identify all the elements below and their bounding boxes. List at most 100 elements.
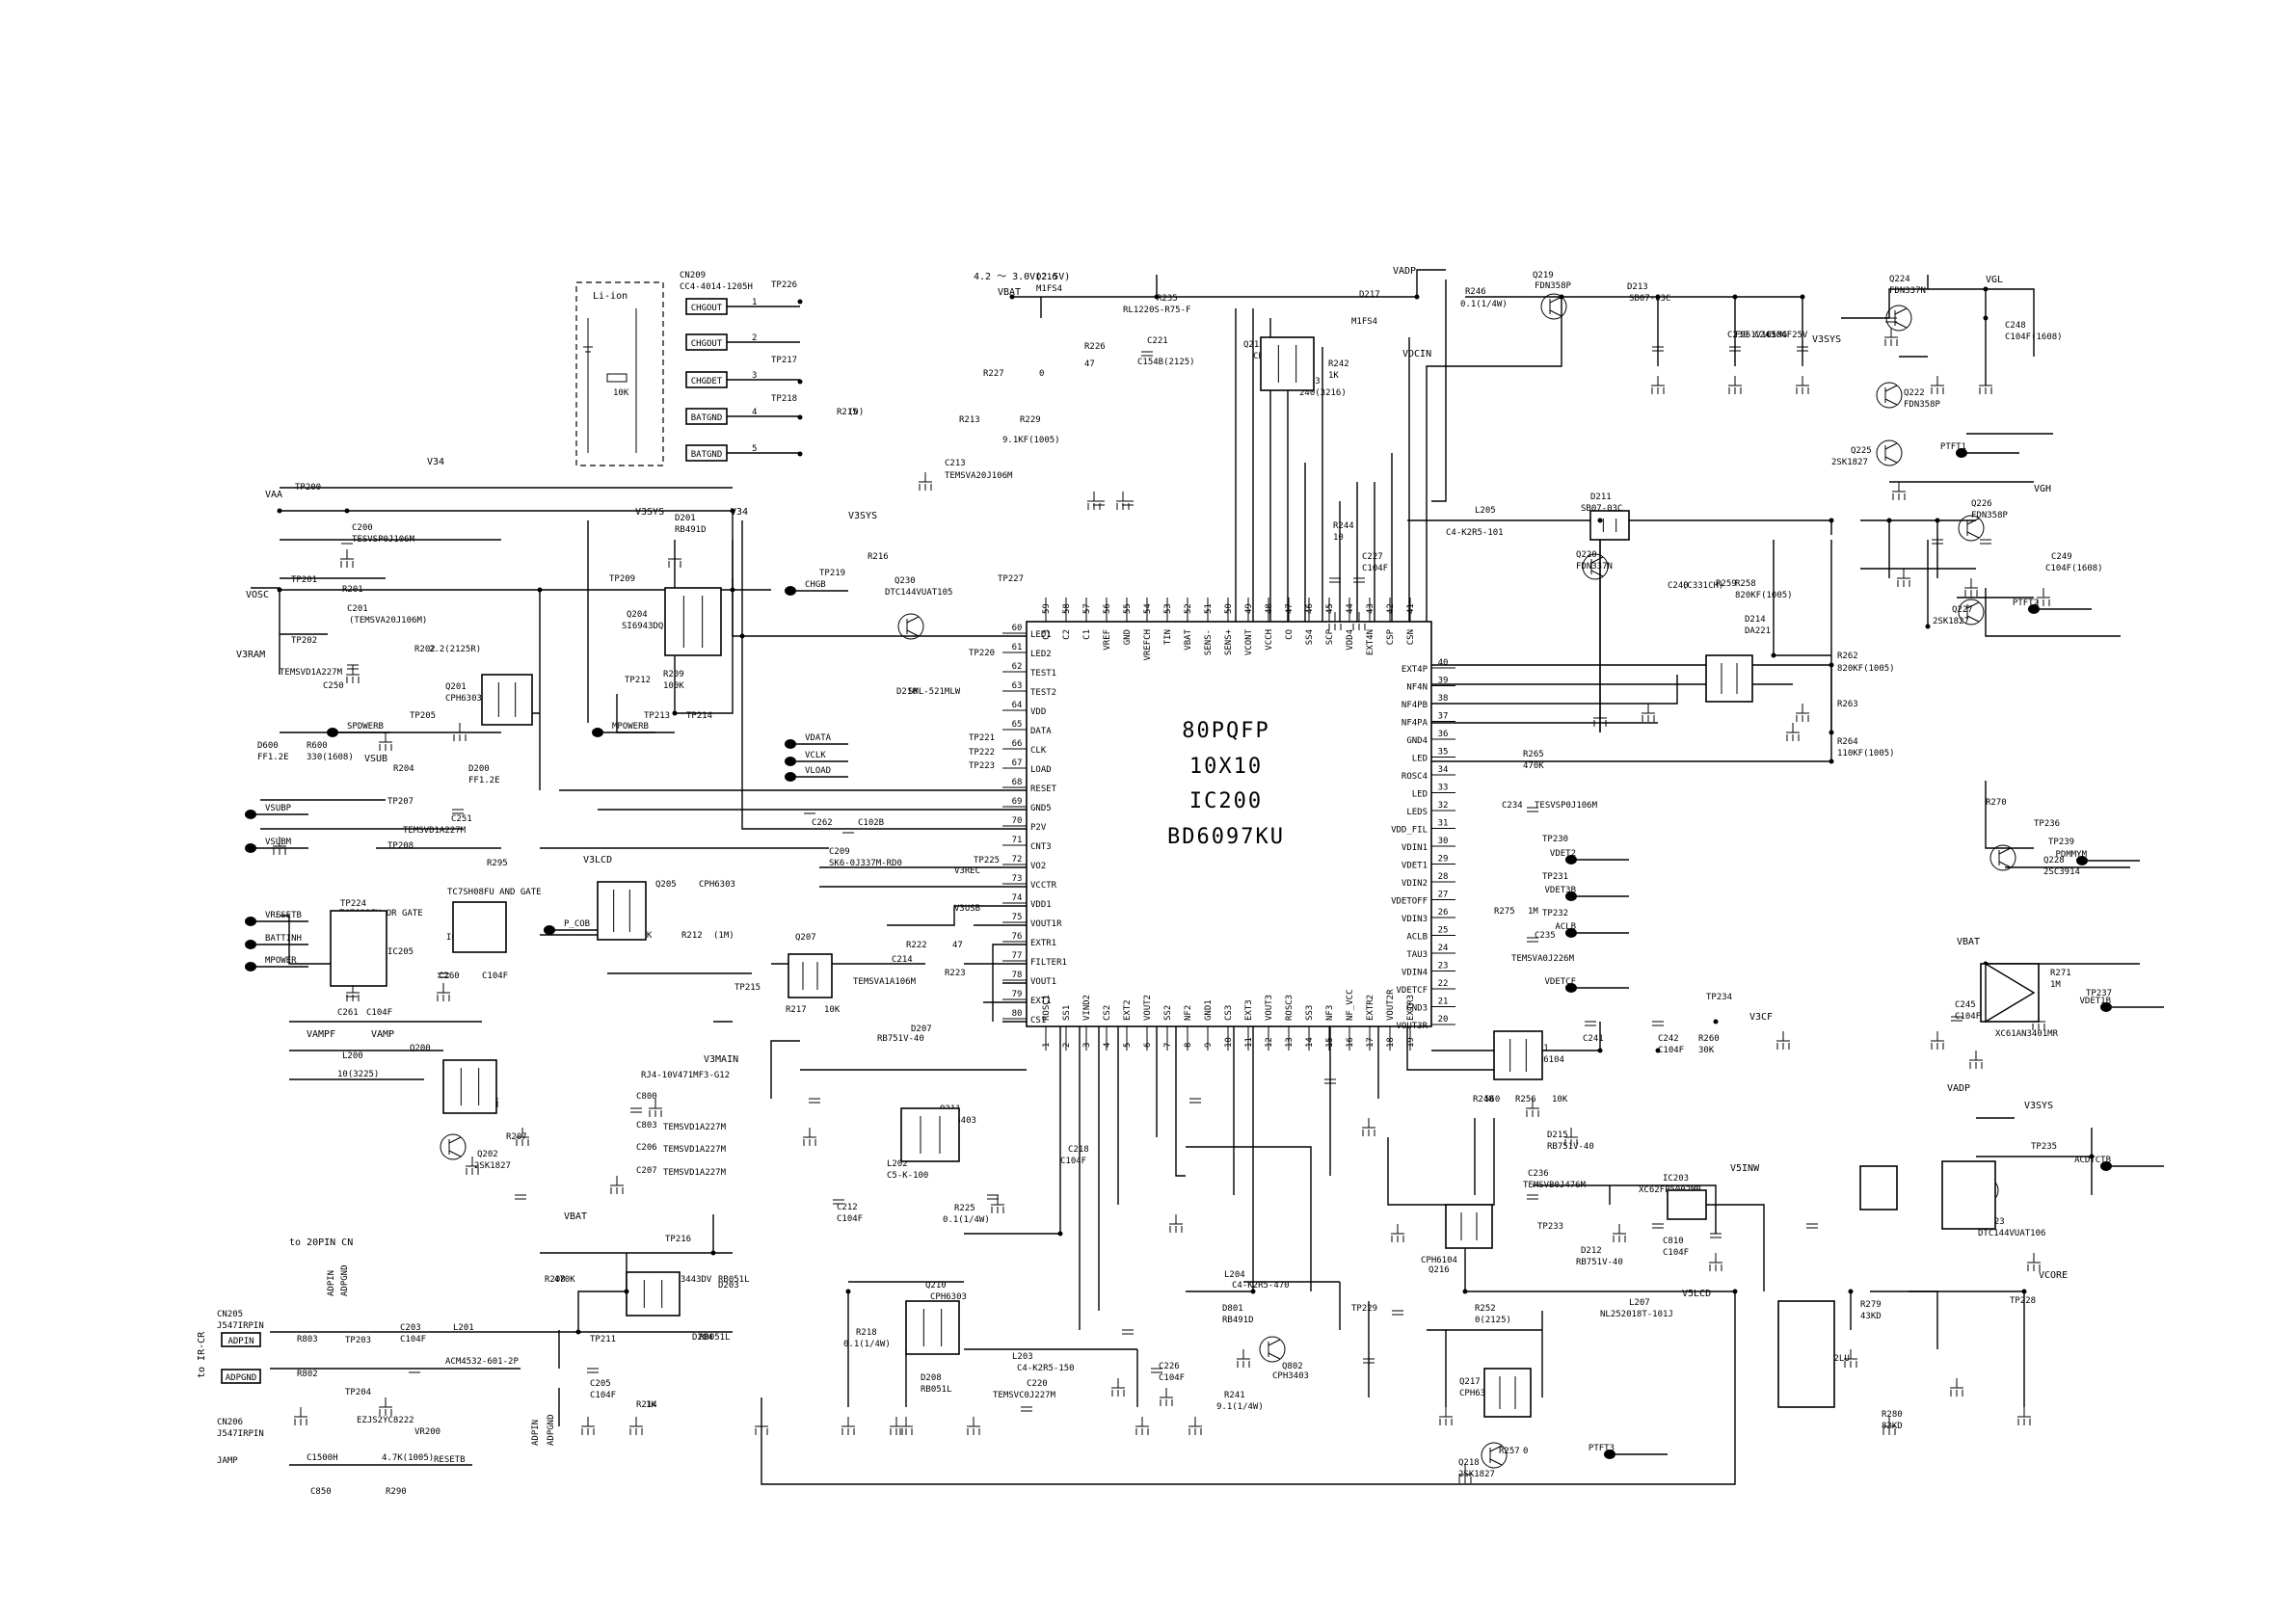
label-c803-p: TEMSVD1A227M xyxy=(663,1123,727,1132)
ic203-body xyxy=(1667,1189,1707,1220)
ic200-size: 10X10 xyxy=(1189,755,1263,779)
label-c234: C234 xyxy=(1502,801,1523,811)
ic200-pin-78-num: 78 xyxy=(1012,971,1023,980)
ic200-pin-39-num: 39 xyxy=(1438,677,1449,686)
label-c236-p: TEMSVB0J476M xyxy=(1523,1181,1587,1190)
label-tp236: TP236 xyxy=(2034,819,2060,829)
label-r227-v: 0 xyxy=(1039,369,1044,379)
port-vsubp-label: VSUBP xyxy=(265,804,292,813)
q204-chip xyxy=(664,587,722,656)
rail-labels: 4.2 ～ 3.0V(2.5V) VBAT VADP VDCIN VGL VGH… xyxy=(236,266,2068,1299)
ic200-pin-18-name: VOUT2R xyxy=(1386,989,1396,1021)
ic200-pin-52-name: VBAT xyxy=(1184,628,1193,650)
label-q203-p: SI3443DV xyxy=(670,1275,712,1285)
label-d207: D207 xyxy=(911,1024,932,1034)
label-q218: Q218 xyxy=(1458,1458,1480,1468)
label-q224-p: FDN337N xyxy=(1889,286,1926,296)
ground-7 xyxy=(1892,482,1906,500)
label-c221: C221 xyxy=(1147,336,1168,346)
label-d208: D208 xyxy=(921,1373,942,1383)
label-d200: D200 xyxy=(468,764,490,774)
label-d212-p: RB751V-40 xyxy=(1576,1258,1623,1267)
label-q230: Q230 xyxy=(894,576,916,586)
label-l205-p: C4-K2R5-101 xyxy=(1446,528,1504,538)
ic200-pin-39-name: NF4N xyxy=(1406,683,1428,693)
port-aclb-label: ACLB xyxy=(1555,922,1576,932)
ic200-pin-35-num: 35 xyxy=(1438,748,1449,758)
label-r290: R290 xyxy=(386,1487,407,1497)
label-d204: D204 xyxy=(692,1333,713,1343)
vbat-range: 4.2 ～ 3.0V(2.5V) xyxy=(974,272,1070,282)
ic200-pin-26-num: 26 xyxy=(1438,908,1449,918)
capacitor-7 xyxy=(1729,346,1741,352)
capacitor-10 xyxy=(1932,539,1943,545)
label-q212: Q212 xyxy=(1243,340,1265,350)
label-r802: R802 xyxy=(297,1370,318,1379)
ic200-pin-51-num: 51 xyxy=(1204,603,1214,614)
ic200-pin-14-num: 14 xyxy=(1305,1037,1315,1048)
ic200-pin-1-name: ROSC1 xyxy=(1042,995,1052,1021)
label-c261: C261 xyxy=(337,1008,359,1018)
label-r248-v: 560 xyxy=(1484,1095,1500,1104)
q207-chip xyxy=(788,953,833,998)
ic200-pin-61-name: LED2 xyxy=(1030,650,1052,659)
capacitor-20 xyxy=(630,1107,642,1113)
capacitor-2 xyxy=(1093,500,1105,506)
q201-chip xyxy=(481,674,533,726)
ic200-pin-4-name: CS2 xyxy=(1103,1005,1112,1021)
ic200-pin-71-num: 71 xyxy=(1012,836,1023,845)
label-r216: R216 xyxy=(868,552,889,562)
ground-3 xyxy=(1796,376,1809,394)
capacitor-19 xyxy=(809,1098,820,1104)
ic200-pin-11-num: 11 xyxy=(1244,1037,1254,1048)
label-q204: Q204 xyxy=(627,610,648,620)
label-c850-p: C1500H xyxy=(307,1453,338,1463)
label-c205: C205 xyxy=(590,1379,611,1389)
ic200-pin-28-num: 28 xyxy=(1438,872,1449,882)
port-vdetcf-label: VDETCF xyxy=(1544,977,1576,987)
ground-9 xyxy=(1964,578,1978,597)
q228-symbol xyxy=(1989,844,2016,871)
label-tp202: TP202 xyxy=(291,636,317,646)
capacitor-1 xyxy=(1141,351,1153,357)
jamp-label: JAMP xyxy=(217,1456,238,1466)
capacitor-32 xyxy=(1585,1021,1596,1026)
label-tp201: TP201 xyxy=(291,575,317,585)
adpgnd-vertical-1: ADPGND xyxy=(340,1264,350,1296)
label-ic205: IC205 xyxy=(387,947,414,957)
ground-27 xyxy=(437,983,450,1001)
label-l207-p: NL252018T-101J xyxy=(1600,1310,1673,1319)
cn209-pin-3-label: CHGDET xyxy=(691,377,723,386)
port-spdwerb-label: SPDWERB xyxy=(347,722,384,732)
label-q223-p: DTC144VUAT106 xyxy=(1978,1229,2045,1238)
v3usb-label: V3USB xyxy=(954,904,980,914)
label-q228-p: 2SC3914 xyxy=(2043,867,2080,877)
port-vload-label: VLOAD xyxy=(805,766,831,776)
ic200-pin-75-name: VOUT1R xyxy=(1030,919,1062,929)
label-l202-p: C5-K-100 xyxy=(887,1171,928,1181)
label-tp214: TP214 xyxy=(686,711,712,721)
ic200-pin-40-name: EXT4P xyxy=(1402,665,1428,675)
label-r280: R280 xyxy=(1882,1410,1903,1420)
component-symbols xyxy=(273,286,2095,1483)
label-r600-p: 330(1608) xyxy=(307,753,354,762)
ic200-pin-13-num: 13 xyxy=(1285,1037,1295,1048)
label-r263: R263 xyxy=(1837,700,1858,709)
label-d207-p: RB751V-40 xyxy=(877,1034,924,1044)
ic200-pin-49-name: VCONT xyxy=(1244,628,1254,655)
ic200-pin-55-num: 55 xyxy=(1123,603,1133,614)
port-vclk: VCLK xyxy=(785,751,848,766)
label-tp237: TP237 xyxy=(2086,989,2112,998)
capacitor-14 xyxy=(452,809,464,814)
label-tp208: TP208 xyxy=(387,841,414,851)
ground-14 xyxy=(1786,723,1800,741)
adpin-vertical-1: ADPIN xyxy=(327,1270,336,1296)
port-vdet3b-label: VDET3B xyxy=(1544,886,1576,895)
rail-v3sys-right: V3SYS xyxy=(2024,1101,2053,1111)
q203-chip xyxy=(626,1271,681,1317)
label-c209: C209 xyxy=(829,847,850,857)
cn209-pin-2-num: 2 xyxy=(752,333,757,343)
label-q204-p: SI6943DQ xyxy=(622,622,663,631)
